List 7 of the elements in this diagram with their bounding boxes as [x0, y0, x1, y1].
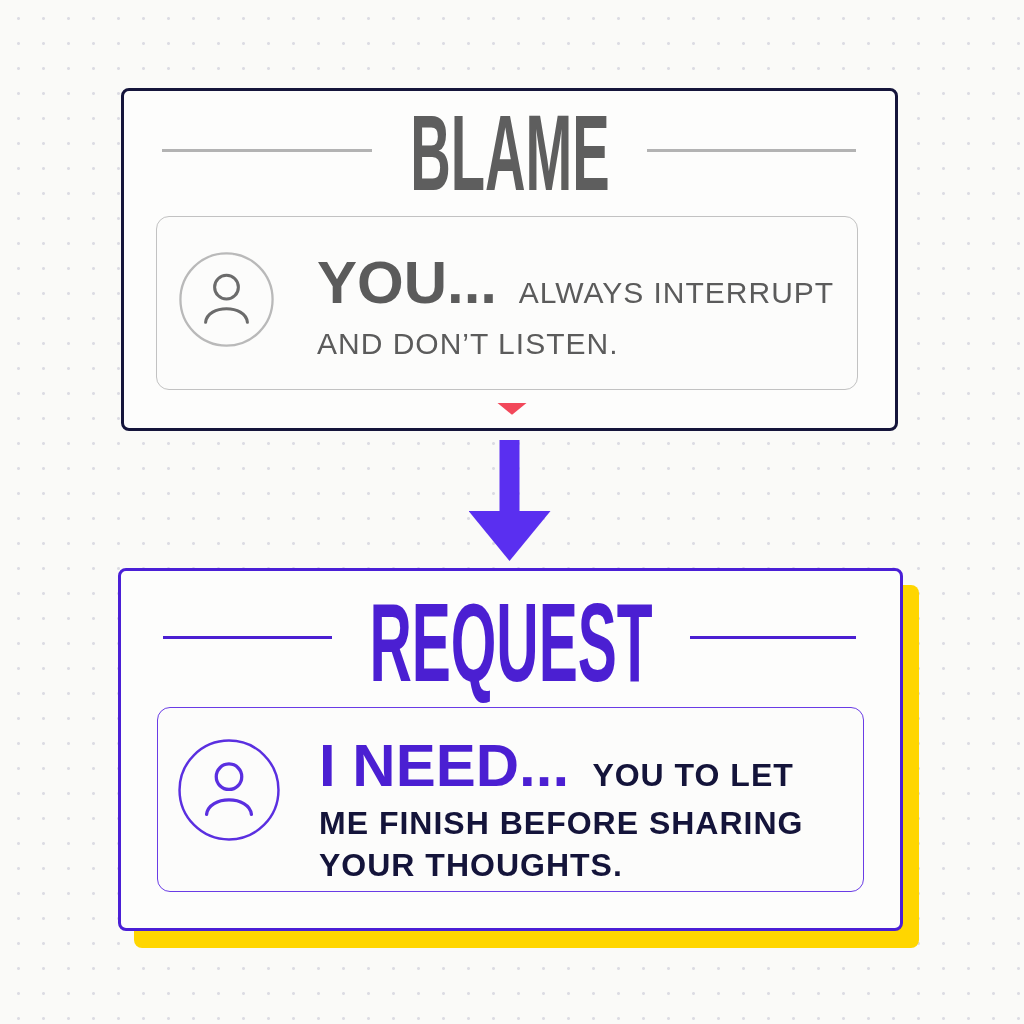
statement-box: [157, 707, 864, 892]
card-heading: BLAME: [409, 99, 610, 207]
statement-box: [156, 216, 858, 390]
statement-text: YOU... ALWAYS INTERRUPT AND DON’T LISTEN.: [317, 253, 835, 362]
arrow: [468, 440, 551, 561]
statement-text: I NEED... YOU TO LET ME FINISH BEFORE SHARING YOUR THOUGHTS.: [319, 731, 805, 885]
card: [121, 88, 898, 431]
